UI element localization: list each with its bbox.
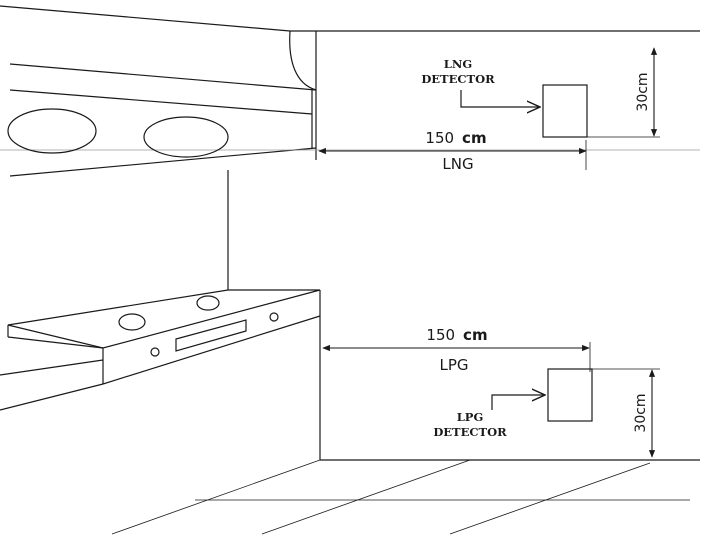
lng-gas-label: LNG — [442, 155, 473, 173]
lpg-detector-label-line2: DETECTOR — [433, 425, 507, 439]
lpg-gas-label: LPG — [439, 356, 468, 374]
lng-height-label: 30cm — [635, 72, 651, 111]
floor-tiles — [111, 459, 700, 535]
lng-pointer-arrow — [460, 90, 540, 107]
control-panel-display — [175, 319, 247, 352]
lpg-height-label: 30cm — [633, 393, 649, 432]
hood-vent-right — [143, 116, 229, 158]
lng-distance-label: 150 cm — [425, 129, 486, 147]
lng-section: LNG DETECTOR 150 cm LNG 30cm — [318, 47, 660, 173]
burner-left — [118, 313, 146, 331]
lpg-distance-label: 150 cm — [426, 326, 487, 344]
lpg-section: LPG DETECTOR 150 cm LPG 30cm — [322, 326, 660, 458]
lng-detector-label-line1: LNG — [444, 57, 472, 71]
cooktop-counter — [0, 289, 321, 460]
hood-vent-left — [7, 108, 97, 154]
burner-right — [196, 295, 220, 311]
lng-detector-box — [542, 84, 588, 138]
lpg-pointer-arrow — [491, 395, 545, 410]
control-knob-right — [269, 312, 279, 322]
lpg-detector-box — [547, 368, 593, 422]
control-knob-left — [150, 347, 160, 357]
lng-detector-label-line2: DETECTOR — [421, 72, 495, 86]
lpg-detector-label-line1: LPG — [457, 410, 484, 424]
